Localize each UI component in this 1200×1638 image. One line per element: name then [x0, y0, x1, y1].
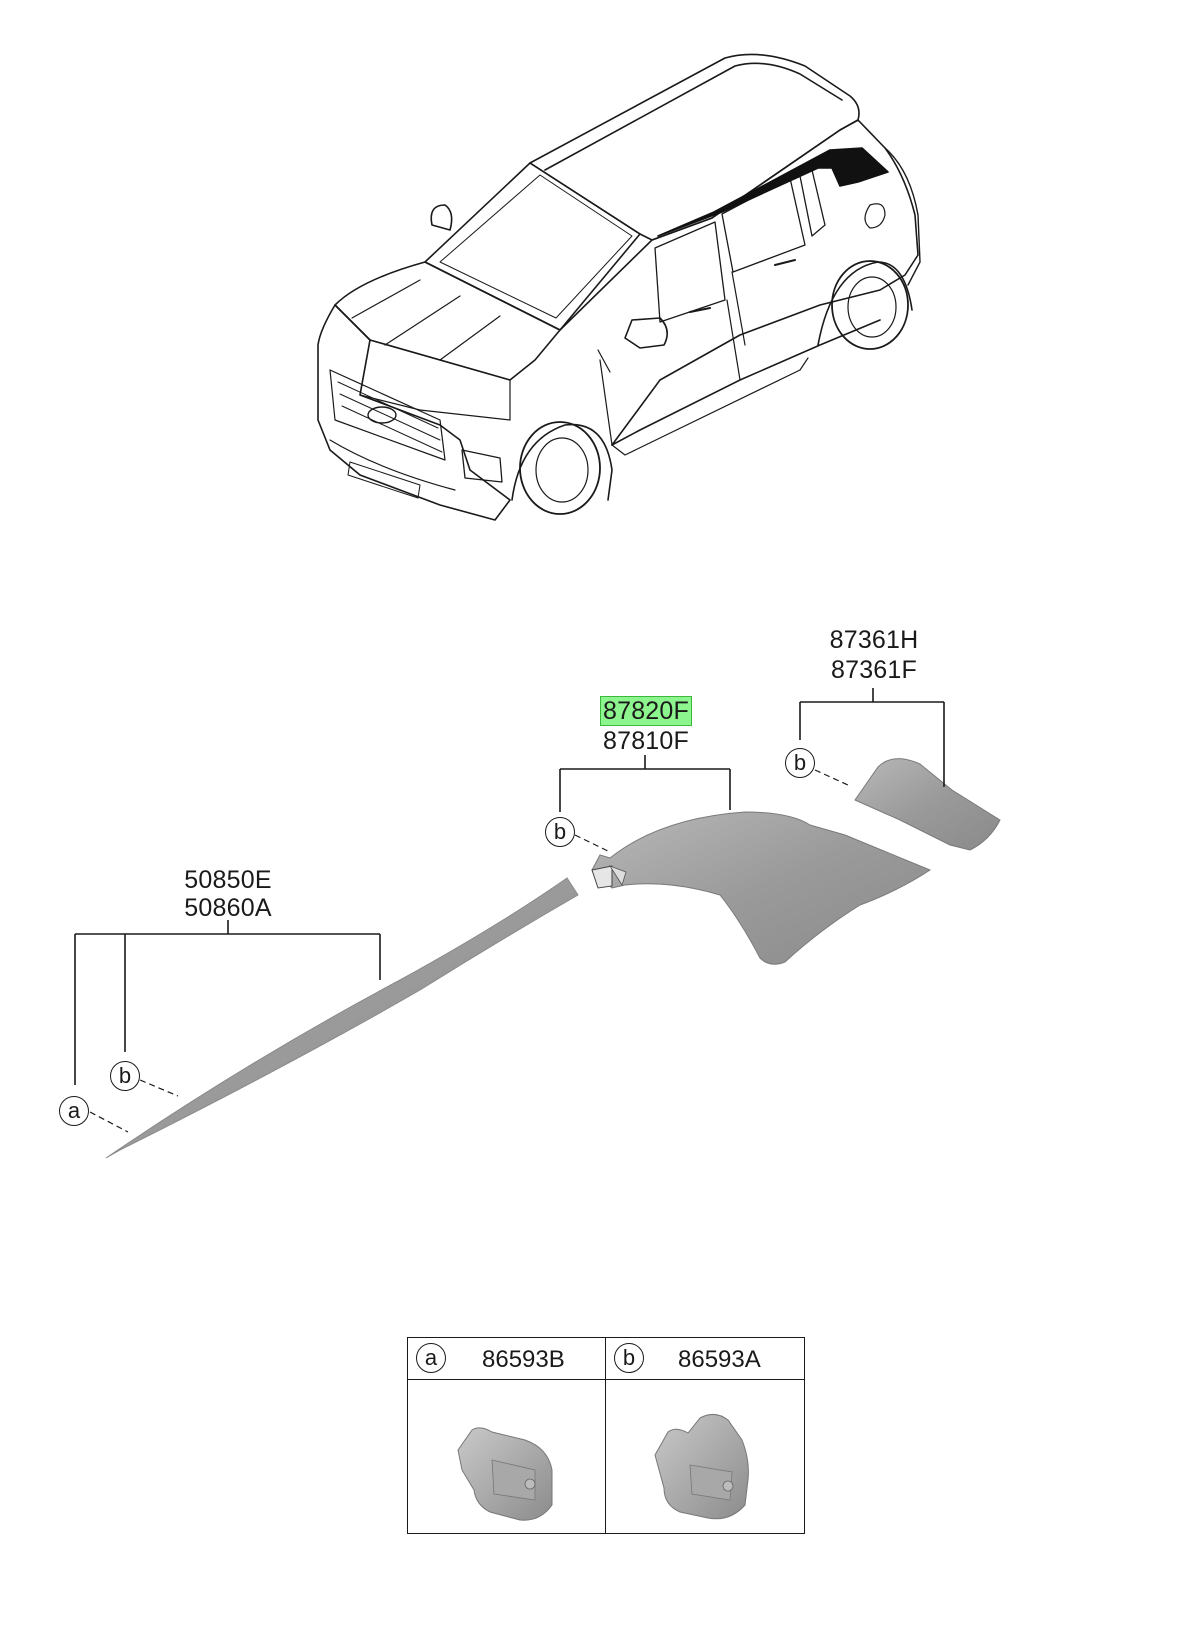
callout-a-bubble: a [59, 1096, 89, 1126]
part-number-left-1[interactable]: 50850E [184, 866, 272, 894]
part-number-left-2[interactable]: 50860A [184, 894, 272, 922]
legend-callout-a: a [416, 1343, 446, 1373]
part-number-upper-center-secondary[interactable]: 87810F [603, 727, 689, 755]
quarter-molding-center [591, 811, 932, 965]
dashed-leaders [89, 769, 849, 1133]
callout-b-bubble-right: b [785, 748, 815, 778]
part-number-upper-right-1[interactable]: 87361H [829, 626, 919, 654]
quarter-molding-end [854, 758, 1001, 851]
callout-b-bubble-left: b [110, 1061, 140, 1091]
legend-header-row [408, 1338, 804, 1380]
leader-lines [74, 688, 945, 1085]
legend-part-number-b[interactable]: 86593A [678, 1346, 761, 1373]
legend-divider [605, 1338, 606, 1533]
vehicle-illustration [317, 53, 921, 521]
fastener-legend-table: a 86593B b 86593A [407, 1337, 805, 1534]
legend-part-number-a[interactable]: 86593B [482, 1346, 565, 1373]
part-number-upper-right-2[interactable]: 87361F [831, 656, 917, 684]
callout-b-bubble-center: b [545, 817, 575, 847]
highlighted-part-number[interactable]: 87820F [600, 696, 692, 726]
roof-molding-long [105, 877, 579, 1159]
part-number-upper-center-highlighted[interactable]: 87820F [594, 696, 698, 726]
clip-86593b-illustration [457, 1427, 553, 1521]
clip-86593a-illustration [654, 1414, 749, 1520]
legend-callout-b: b [614, 1343, 644, 1373]
